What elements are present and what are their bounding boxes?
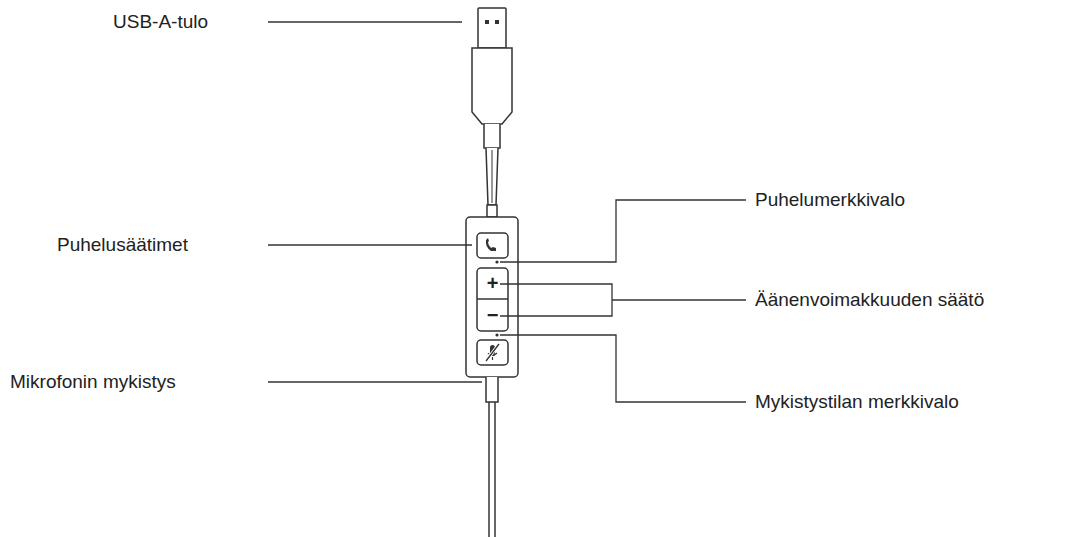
cable [494, 402, 496, 537]
leader-line [268, 381, 482, 382]
part-label: Puhelusäätimet [57, 234, 188, 256]
leader-line [500, 200, 746, 262]
button-symbol: + [487, 273, 499, 293]
bracket-leader [500, 284, 746, 316]
port-label: USB-A-tulo [113, 11, 208, 33]
mute-button [477, 340, 508, 365]
strain-relief [486, 377, 498, 402]
control-collar [487, 205, 497, 217]
usb-housing [472, 48, 512, 124]
mute-slash-gap [486, 344, 499, 361]
button-symbol: − [487, 305, 499, 325]
usb-hole [495, 20, 499, 24]
call-led [495, 260, 498, 263]
cable [488, 402, 490, 537]
usb-plug-metal [478, 8, 506, 48]
leader-line [268, 244, 472, 245]
mute-led [495, 333, 498, 336]
part-label: Äänenvoimakkuuden säätö [755, 289, 984, 311]
cable [492, 150, 493, 203]
part-label: Puhelumerkkivalo [755, 189, 905, 211]
volume-rocker [477, 268, 508, 331]
part-label: Mikrofonin mykistys [10, 371, 176, 393]
call-button [477, 233, 508, 258]
rocker-divider [477, 298, 508, 300]
strain-relief [484, 124, 500, 148]
phone-icon [486, 238, 496, 251]
usb-hole [485, 20, 489, 24]
part-label: Mykistystilan merkkivalo [755, 391, 959, 413]
control-unit [466, 217, 518, 377]
drawing-part [268, 22, 746, 402]
mute-slash [486, 344, 499, 361]
strain-relief [486, 148, 498, 205]
leader-line [500, 335, 746, 402]
leader-line [268, 21, 462, 22]
